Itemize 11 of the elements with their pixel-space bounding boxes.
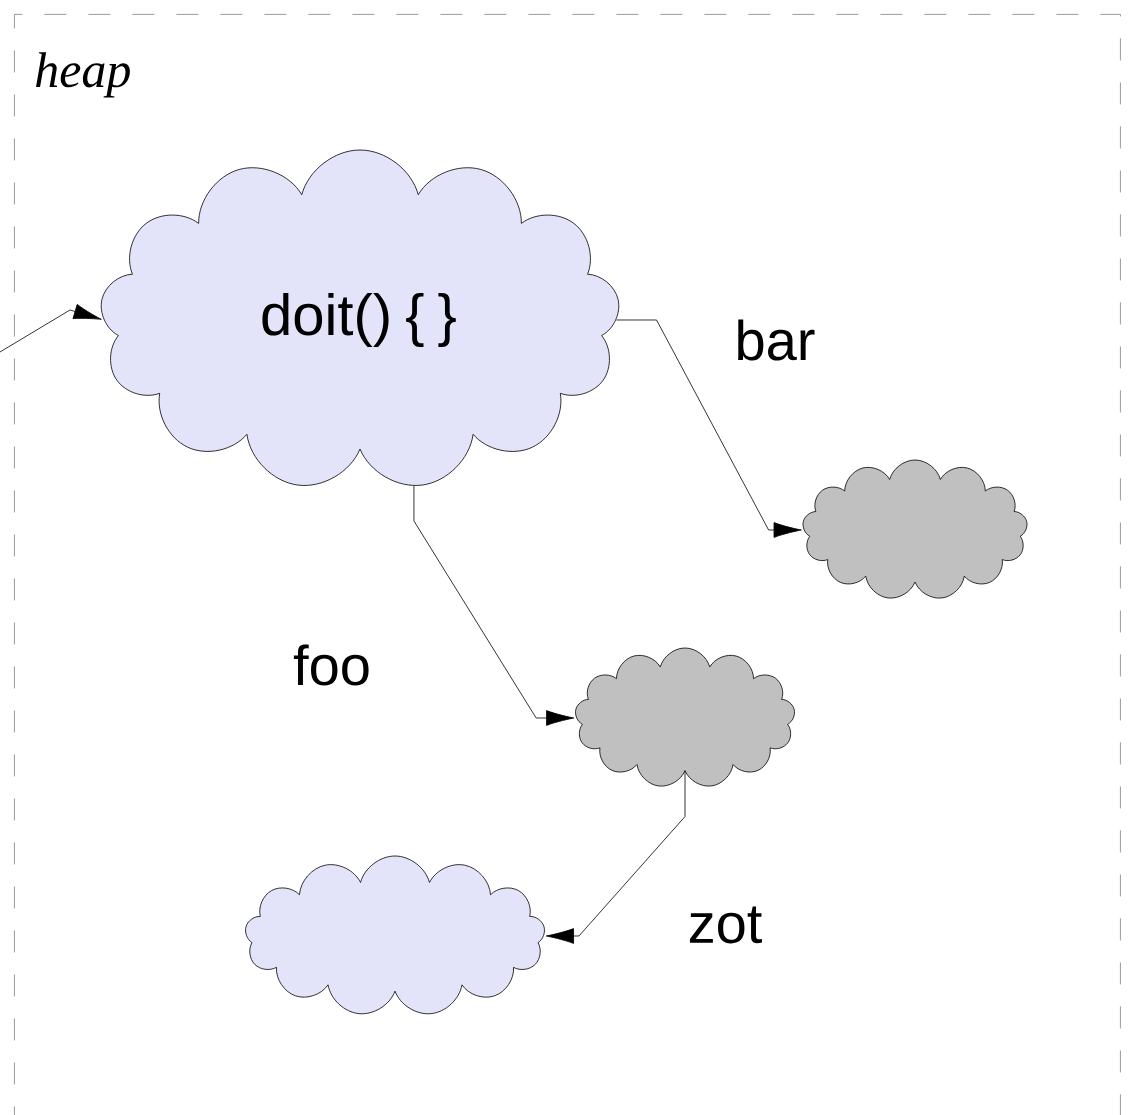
edge-label: foo (291, 642, 373, 688)
cloud (802, 459, 1028, 599)
arrow (616, 319, 802, 538)
arrow (0, 304, 102, 353)
arrow (545, 771, 686, 944)
cloud: doit() { } (100, 149, 620, 486)
edge-label: zot (685, 904, 765, 946)
arrow (413, 485, 575, 726)
edge-label: bar (732, 317, 818, 363)
cloud (245, 855, 545, 1015)
cloud (575, 647, 795, 787)
